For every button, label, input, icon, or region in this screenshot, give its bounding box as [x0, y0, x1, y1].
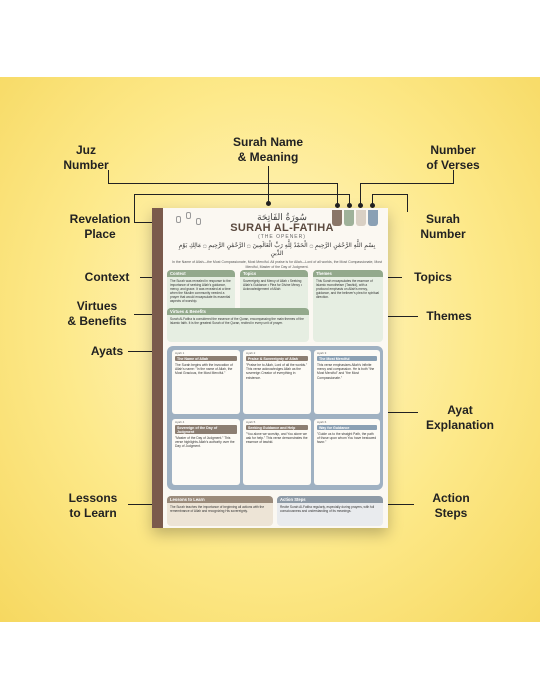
- callout-action-steps: Action Steps: [432, 491, 470, 520]
- callout-ayat-explanation: Ayat Explanation: [425, 403, 494, 432]
- lessons-box: Lessons to Learn The Surah teaches the i…: [167, 496, 273, 526]
- callout-number-of-verses: Number of Verses: [426, 143, 480, 172]
- callout-lessons: Lessons to Learn: [68, 491, 118, 520]
- revelation-place-tab: [344, 210, 354, 226]
- callout-juz-number: Juz Number: [63, 143, 109, 172]
- callout-surah-name: Surah Name & Meaning: [232, 135, 304, 164]
- context-box: Context The Surah was revealed in respon…: [167, 270, 235, 316]
- surah-title: SURAH AL-FATIHA: [230, 222, 334, 234]
- juz-number-tab: [332, 210, 342, 226]
- callout-virtues: Virtues & Benefits: [67, 299, 127, 328]
- ayah-arabic: بِسْمِ اللَّهِ الرَّحْمَٰنِ الرَّحِيمِ ۝…: [178, 242, 376, 257]
- surah-number-tab: [368, 210, 378, 226]
- callout-surah-number: Surah Number: [420, 212, 466, 241]
- surah-subtitle: (THE OPENER): [258, 234, 306, 240]
- poster-spine: [152, 208, 163, 528]
- surah-poster: سُورَةُ الفَاتِحَة SURAH AL-FATIHA (THE …: [152, 208, 388, 528]
- ayah-card-4: Ayah 4 Sovereign of the Day of Judgment …: [172, 419, 240, 485]
- virtues-box: Virtues & Benefits Surah Al-Fatiha is co…: [167, 308, 309, 342]
- number-of-verses-tab: [356, 210, 366, 226]
- ayah-card-6: Ayah 6 Way for Guidance "Guide us to the…: [314, 419, 380, 485]
- surah-title-arabic: سُورَةُ الفَاتِحَة: [257, 213, 307, 223]
- callout-topics: Topics: [414, 270, 452, 284]
- ayah-card-3: Ayah 3 The Most Merciful This verse emph…: [314, 350, 380, 414]
- ayah-card-5: Ayah 5 Seeking Guidance and Help "You al…: [243, 419, 311, 485]
- ayah-translation: In the Name of Allah—the Most Compassion…: [172, 260, 382, 269]
- callout-revelation-place: Revelation Place: [69, 212, 131, 241]
- lantern-decoration: [172, 210, 212, 232]
- action-steps-box: Action Steps Recite Surah Al-Fatiha regu…: [277, 496, 383, 526]
- callout-ayats: Ayats: [90, 344, 124, 358]
- ayah-card-2: Ayah 2 Praise & Sovereignty of Allah "Pr…: [243, 350, 311, 414]
- callout-context: Context: [84, 270, 130, 284]
- callout-themes: Themes: [426, 309, 472, 323]
- ayah-card-1: Ayah 1 The Name of Allah The Surah begin…: [172, 350, 240, 414]
- themes-box: Themes This Surah encapsulates the essen…: [313, 270, 383, 342]
